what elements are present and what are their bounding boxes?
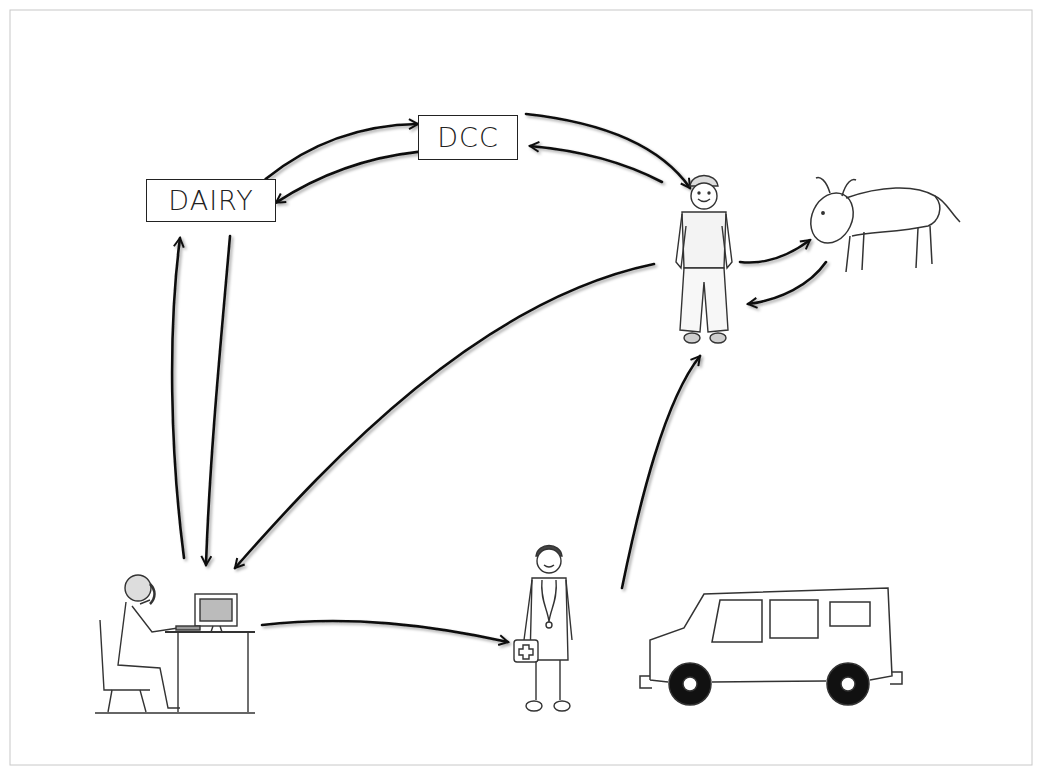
farmer-arm: [676, 214, 686, 268]
vehicle-hub: [841, 677, 855, 691]
vehicle-hub: [683, 677, 697, 691]
vet-shoe: [526, 701, 542, 711]
box-label: DCC: [437, 124, 499, 151]
medical-bag: [514, 640, 538, 662]
farmer-figure: [676, 176, 732, 344]
vet-figure: [514, 546, 572, 712]
cow-legs: [846, 226, 932, 272]
farmer-eye: [698, 192, 700, 194]
flow-arrow: [276, 152, 418, 203]
chair: [100, 620, 150, 690]
medical-cross: [519, 645, 533, 659]
farmer-eye: [708, 192, 710, 194]
farmer-head: [691, 183, 717, 209]
operator-head: [125, 575, 151, 601]
vet-head: [537, 549, 561, 573]
operator-to-dairy: [172, 238, 184, 558]
box-label: DAIRY: [168, 187, 253, 214]
cow-figure: [803, 178, 960, 272]
stethoscope-end: [546, 622, 552, 628]
vehicle-bumper: [890, 672, 902, 684]
farmer-shoe: [684, 333, 700, 343]
cow-horn: [816, 178, 830, 193]
vet-to-farmer: [622, 356, 700, 588]
monitor-screen: [200, 599, 232, 621]
vehicle-wheel: [669, 663, 711, 705]
vehicle-window: [712, 600, 762, 642]
keyboard: [176, 626, 200, 630]
operator-body: [118, 602, 180, 708]
stethoscope: [542, 580, 557, 622]
dairy-to-operator: [206, 236, 230, 565]
operator-figure: [95, 575, 255, 713]
vet-shoe: [554, 701, 570, 711]
vehicle-figure: [640, 588, 902, 705]
vehicle-bumper: [640, 676, 652, 688]
vehicle-window: [830, 602, 870, 626]
cow-body: [846, 188, 940, 236]
cow-to-farmer: [748, 262, 826, 304]
desk-legs: [178, 632, 248, 712]
vet-legs: [536, 660, 560, 700]
vet-smile: [544, 565, 554, 567]
monitor-stand: [211, 626, 222, 632]
operator-to-vet: [262, 621, 508, 642]
vehicle-door: [770, 600, 818, 638]
cow-horn: [842, 180, 856, 196]
operator-arm: [140, 600, 150, 604]
farmer-arm: [722, 214, 732, 268]
farmer-trousers: [680, 268, 728, 332]
farmer-shoe: [710, 333, 726, 343]
vet-arms: [524, 580, 572, 640]
cow-tail: [935, 196, 960, 222]
farmer-to-cow: [740, 240, 810, 263]
cow-eye: [822, 212, 824, 214]
dcc-to-farmer: [526, 114, 690, 188]
phone: [150, 584, 155, 604]
chair-legs: [108, 690, 146, 712]
vehicle-wheel: [827, 663, 869, 705]
farmer-to-dcc: [530, 146, 662, 182]
process-box: DAIRY: [146, 179, 276, 222]
farmer-to-operator: [235, 264, 654, 568]
process-box: DCC: [418, 115, 518, 160]
monitor: [195, 594, 237, 626]
floor-line: [95, 712, 255, 713]
flow-arrow: [266, 124, 418, 179]
frame: [10, 10, 1032, 765]
farmer-smile: [698, 199, 710, 202]
operator-arm: [132, 606, 178, 632]
farmer-vest: [682, 212, 726, 268]
